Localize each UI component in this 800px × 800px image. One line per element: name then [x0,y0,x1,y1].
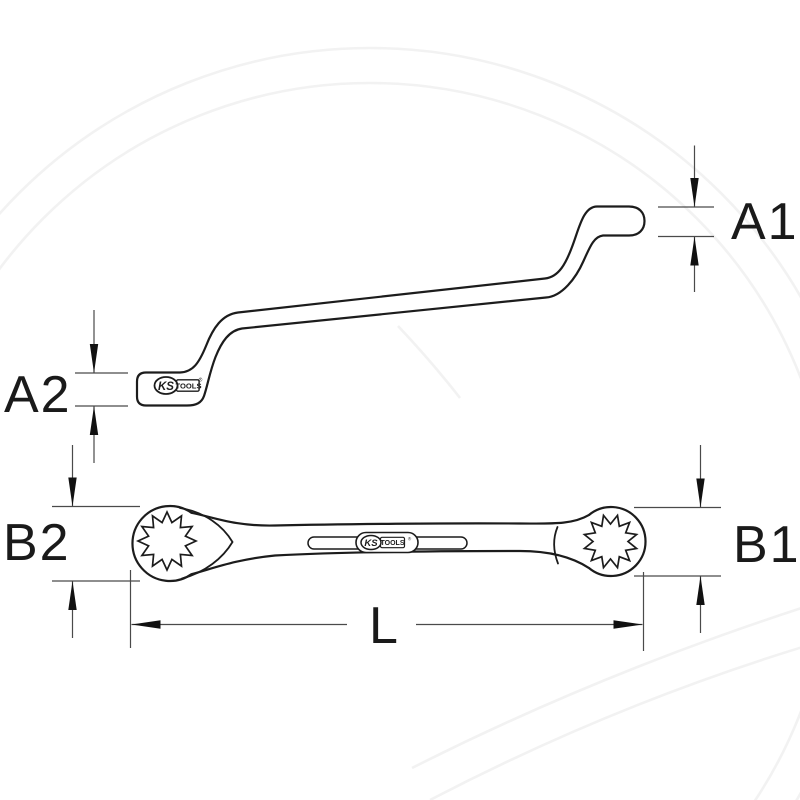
a1-arrowhead-up [690,236,699,266]
side-view: KS TOOLS ® [135,205,646,407]
dimension-a1: A1 [658,145,799,292]
b2-arrowhead-up [68,581,77,610]
watermark-arc [411,607,800,770]
b2-label: B2 [3,514,71,572]
b2-arrowhead-down [68,477,77,507]
top-view-logo: KS TOOLS ® [355,531,419,554]
dimension-length: L [129,570,645,655]
logo-registered-mark: ® [199,377,203,384]
watermark-arc [397,325,462,399]
top-view: KS TOOLS ® [131,504,647,583]
watermark [0,46,800,800]
a1-arrowhead-down [690,178,699,207]
logo-registered-mark: ® [408,536,412,542]
b1-arrowhead-up [696,576,705,605]
watermark-arc [0,81,800,800]
right-ring-12pt-hole [582,513,639,570]
b1-label: B1 [733,516,800,574]
a2-label: A2 [4,366,72,424]
side-view-logo: KS TOOLS ® [153,376,203,395]
length-arrowhead-left [131,620,161,629]
b1-arrowhead-down [696,478,705,508]
logo-tools-text: TOOLS [381,540,405,547]
right-ring-chamfer [553,526,559,565]
side-view-outline [135,205,646,407]
length-arrowhead-right [613,620,643,629]
dimension-b1: B1 [634,445,800,633]
dimension-b2: B2 [3,445,140,638]
logo-ks-text: KS [158,381,174,393]
length-label: L [369,597,400,655]
left-ring-chamfer [179,507,234,580]
a2-arrowhead-down [89,344,99,373]
logo-tools-text: TOOLS [175,381,201,390]
logo-ks-ellipse [153,376,179,395]
left-ring-12pt-hole [135,509,199,573]
logo-ks-ellipse [360,534,382,551]
a1-label: A1 [731,193,799,251]
dimension-a2: A2 [4,310,128,463]
a2-arrowhead-up [89,406,99,435]
watermark-arc [429,646,800,800]
logo-ks-text: KS [364,538,378,549]
watermark-arc [0,46,800,800]
